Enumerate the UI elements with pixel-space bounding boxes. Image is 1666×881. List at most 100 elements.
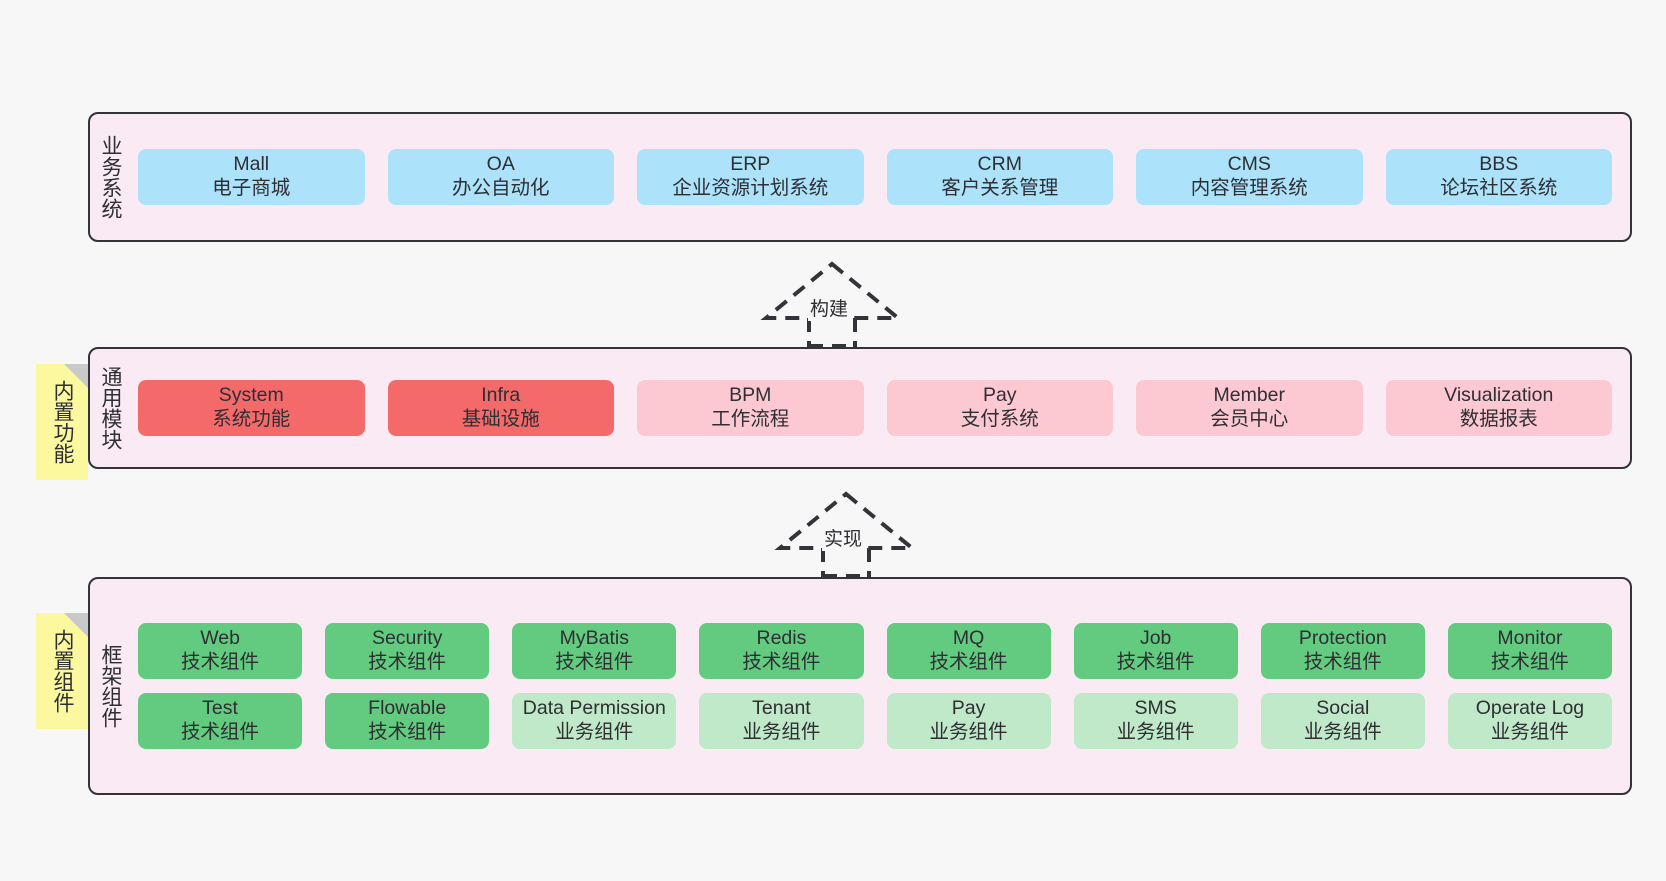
card-subtitle: 技术组件 [181,651,260,674]
card-row: Test 技术组件 Flowable 技术组件 Data Permission … [138,693,1612,749]
card-mq[interactable]: MQ 技术组件 [886,623,1051,679]
card-job[interactable]: Job 技术组件 [1073,623,1238,679]
card-subtitle: 支付系统 [960,408,1039,430]
card-subtitle: 系统功能 [212,408,291,430]
card-title: ERP [730,153,771,176]
card-subtitle: 办公自动化 [451,177,550,199]
card-title: System [218,384,284,407]
layer-title-business-system: 业务系统 [98,135,122,219]
layer-title-common-module: 通用模块 [98,366,122,450]
card-bbs[interactable]: BBS 论坛社区系统 [1385,149,1612,205]
card-tenant[interactable]: Tenant 业务组件 [699,693,864,749]
card-system[interactable]: System 系统功能 [138,380,365,436]
card-subtitle: 技术组件 [929,651,1008,674]
layer-body-framework-component: Web 技术组件 Security 技术组件 MyBatis 技术组件 Redi… [130,579,1630,793]
card-visualization[interactable]: Visualization 数据报表 [1385,380,1612,436]
card-test[interactable]: Test 技术组件 [138,693,303,749]
card-subtitle: 企业资源计划系统 [672,177,829,199]
card-subtitle: 业务组件 [929,720,1008,743]
card-subtitle: 技术组件 [1303,651,1382,674]
card-member[interactable]: Member 会员中心 [1136,380,1363,436]
card-protection[interactable]: Protection 技术组件 [1260,623,1425,679]
card-oa[interactable]: OA 办公自动化 [387,149,614,205]
card-title: Member [1213,384,1286,407]
card-title: Web [200,627,240,650]
card-title: Visualization [1444,384,1554,407]
card-security[interactable]: Security 技术组件 [325,623,490,679]
card-subtitle: 技术组件 [368,651,447,674]
card-pay[interactable]: Pay 支付系统 [886,380,1113,436]
card-title: OA [486,153,515,176]
connector-build: 构建 [752,258,912,348]
card-title: Operate Log [1475,697,1585,719]
layer-title-framework-component: 框架组件 [98,644,122,728]
card-title: Data Permission [522,697,666,719]
card-subtitle: 技术组件 [555,651,634,674]
card-bpm[interactable]: BPM 工作流程 [637,380,864,436]
card-subtitle: 技术组件 [742,651,821,674]
layer-body-common-module: System 系统功能 Infra 基础设施 BPM 工作流程 Pay 支付系统… [130,349,1630,467]
card-title: Monitor [1497,627,1563,650]
layer-business-system: 业务系统 Mall 电子商城 OA 办公自动化 ERP 企业资源计划系统 CRM [88,112,1632,242]
card-title: Protection [1298,627,1387,650]
card-pay-component[interactable]: Pay 业务组件 [886,693,1051,749]
card-title: SMS [1134,697,1177,719]
card-row: Web 技术组件 Security 技术组件 MyBatis 技术组件 Redi… [138,623,1612,679]
card-subtitle: 内容管理系统 [1190,177,1308,199]
card-subtitle: 基础设施 [461,408,540,430]
card-title: CRM [977,153,1022,176]
side-tab-builtin-component[interactable]: 内置组件 [36,613,88,729]
page-fold-icon [64,613,88,637]
card-subtitle: 论坛社区系统 [1440,177,1558,199]
card-subtitle: 数据报表 [1459,408,1538,430]
card-social[interactable]: Social 业务组件 [1260,693,1425,749]
card-subtitle: 业务组件 [1303,720,1382,743]
card-subtitle: 技术组件 [368,720,447,743]
card-monitor[interactable]: Monitor 技术组件 [1447,623,1612,679]
layer-framework-component: 框架组件 Web 技术组件 Security 技术组件 MyBatis 技术组件… [88,577,1632,795]
connector-implement: 实现 [766,488,926,578]
card-data-permission[interactable]: Data Permission 业务组件 [512,693,677,749]
card-title: Security [371,627,443,650]
card-subtitle: 工作流程 [711,408,790,430]
card-title: Redis [756,627,807,650]
card-title: Pay [951,697,986,719]
card-operate-log[interactable]: Operate Log 业务组件 [1447,693,1612,749]
card-subtitle: 技术组件 [1490,651,1569,674]
layer-body-business-system: Mall 电子商城 OA 办公自动化 ERP 企业资源计划系统 CRM 客户关系… [130,114,1630,240]
card-title: Mall [233,153,270,176]
card-infra[interactable]: Infra 基础设施 [387,380,614,436]
card-title: Pay [982,384,1017,407]
card-subtitle: 技术组件 [1116,651,1195,674]
card-subtitle: 业务组件 [1490,720,1569,743]
card-subtitle: 业务组件 [742,720,821,743]
card-subtitle: 会员中心 [1210,408,1289,430]
side-tab-builtin-function[interactable]: 内置功能 [36,364,88,480]
card-flowable[interactable]: Flowable 技术组件 [325,693,490,749]
card-sms[interactable]: SMS 业务组件 [1073,693,1238,749]
card-mall[interactable]: Mall 电子商城 [138,149,365,205]
card-title: Job [1139,627,1172,650]
connector-label-implement: 实现 [822,524,865,551]
card-title: Test [202,697,238,719]
card-redis[interactable]: Redis 技术组件 [699,623,864,679]
card-title: Tenant [752,697,811,719]
card-title: CMS [1227,153,1271,176]
card-cms[interactable]: CMS 内容管理系统 [1136,149,1363,205]
card-subtitle: 电子商城 [212,177,291,199]
card-row: System 系统功能 Infra 基础设施 BPM 工作流程 Pay 支付系统… [138,380,1612,436]
side-tab-label: 内置组件 [50,629,74,713]
card-title: MyBatis [559,627,629,650]
card-title: MQ [952,627,985,650]
card-mybatis[interactable]: MyBatis 技术组件 [512,623,677,679]
card-subtitle: 技术组件 [181,720,260,743]
card-erp[interactable]: ERP 企业资源计划系统 [637,149,864,205]
page-fold-icon [64,364,88,388]
connector-label-build: 构建 [808,294,851,321]
card-crm[interactable]: CRM 客户关系管理 [886,149,1113,205]
card-subtitle: 客户关系管理 [941,177,1059,199]
card-web[interactable]: Web 技术组件 [138,623,303,679]
card-title: Infra [481,384,521,407]
card-title: Flowable [368,697,447,719]
